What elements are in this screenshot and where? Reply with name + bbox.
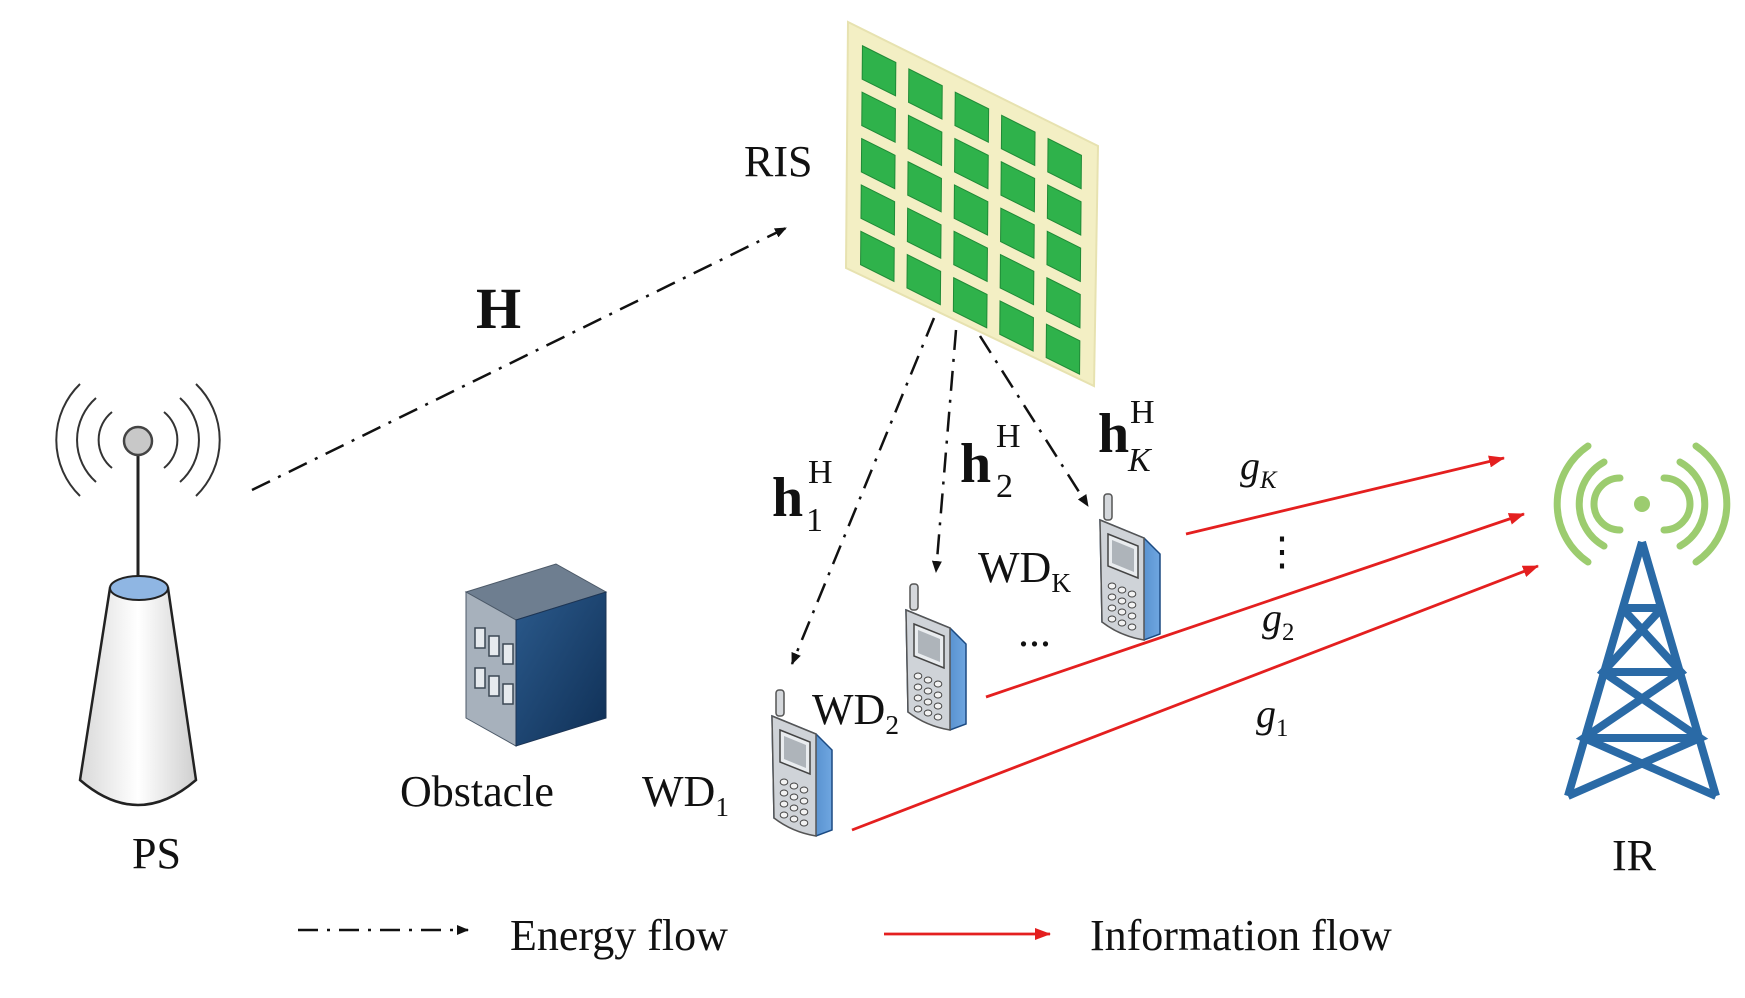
ris-element-tile (1046, 184, 1082, 236)
arrow-ris-to-wd2 (931, 329, 958, 573)
obstacle-building-icon (464, 563, 608, 747)
ris-element-tile (860, 230, 895, 283)
ris-element-tile (908, 68, 943, 120)
channel-H-label: H (476, 276, 522, 341)
legend-graphics (298, 925, 1051, 940)
ps-label: PS (132, 829, 181, 878)
wd2-phone-icon (905, 583, 967, 731)
wd1-phone-icon (771, 689, 833, 837)
ris-element-tile (954, 91, 990, 144)
ris-element-tile (1045, 323, 1081, 376)
ris-element-tile (1046, 276, 1081, 329)
channel-vdots: ⋮ (1262, 529, 1302, 574)
ir-wave-icon (1553, 442, 1731, 566)
energy-flow-arrows (251, 226, 1090, 665)
arrow-ps-to-ris (251, 226, 787, 492)
ris-element-tile (860, 137, 896, 190)
ris-element-tile (906, 207, 942, 260)
ris-element-tile (1000, 160, 1036, 213)
legend-information-label: Information flow (1090, 911, 1392, 960)
legend-energy-label: Energy flow (510, 911, 728, 960)
ir-label: IR (1612, 831, 1656, 880)
ris-element-tile (861, 44, 897, 97)
channel-g1-label: g1 (1256, 691, 1289, 742)
ris-element-tile (953, 230, 988, 283)
ris-element-tile (1000, 114, 1036, 167)
obstacle-label: Obstacle (400, 767, 554, 816)
wd2-label: WD2 (812, 685, 899, 740)
ris-element-tile (861, 91, 896, 144)
channel-g2-label: g2 (1262, 595, 1295, 646)
ris-element-tile (1046, 230, 1082, 283)
ris-element-tile (1047, 137, 1082, 190)
arrow-wdk-to-ir (1185, 455, 1505, 536)
information-flow-arrows (851, 455, 1539, 832)
ris-element-tile (906, 253, 942, 306)
arrow-wd1-to-ir (851, 564, 1539, 832)
ir-tower-icon (1553, 442, 1731, 800)
ris-element-tile (1000, 207, 1035, 260)
ris-element-tile (907, 160, 942, 213)
ris-element-tile (999, 253, 1035, 306)
ris-element-tile (999, 300, 1034, 352)
wdk-phone-icon (1099, 493, 1161, 641)
channel-gK-label: gK (1240, 443, 1277, 494)
ris-element-tile (954, 137, 989, 190)
ris-element-tile (860, 184, 896, 236)
ris-label: RIS (744, 137, 813, 186)
arrow-ris-to-wdk (978, 335, 1090, 507)
ris-panel (844, 20, 1100, 388)
wdk-label: WDK (978, 543, 1072, 598)
ris-element-tile (907, 114, 943, 167)
ris-element-tile (952, 276, 988, 329)
arrow-wd2-to-ir (985, 512, 1525, 699)
ps-station-icon (55, 383, 221, 807)
ps-wave-icon (55, 383, 221, 497)
ris-element-tile (953, 184, 989, 236)
wd1-label: WD1 (642, 767, 729, 822)
devices-ellipsis: ... (1018, 607, 1051, 656)
